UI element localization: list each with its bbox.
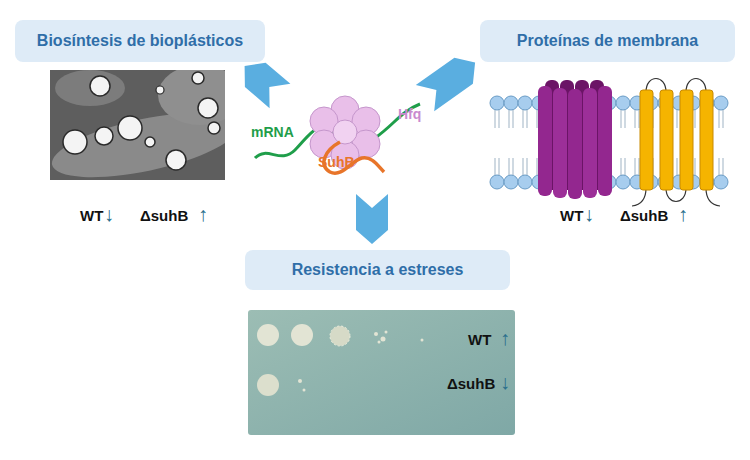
category-box: Biosíntesis de bioplásticos <box>15 20 265 62</box>
tem-micrograph-part <box>55 70 125 106</box>
beta-barrel-part <box>583 88 597 198</box>
chevron-arrow <box>356 194 388 244</box>
membrane-lipids-part <box>495 108 496 128</box>
category-box: Proteínas de membrana <box>480 20 735 62</box>
membrane-lipids-part <box>635 108 636 128</box>
component-label: Hfq <box>398 106 421 122</box>
membrane-lipids-part <box>523 108 524 128</box>
membrane-lipids-part <box>625 108 626 128</box>
membrane-lipids-part <box>714 175 728 189</box>
membrane-lipids-part <box>518 96 532 110</box>
tem-micrograph-part <box>166 150 186 170</box>
box-title: Proteínas de membrana <box>517 32 698 50</box>
agar-plate-part <box>303 389 306 392</box>
alpha-helices-part <box>632 79 720 207</box>
membrane-lipids-part <box>513 108 514 128</box>
trend-arrow: ↓ <box>104 203 114 226</box>
beta-barrel-part <box>538 86 552 196</box>
hfq-complex-part <box>333 120 357 144</box>
agar-plate-part <box>291 324 313 346</box>
membrane-lipids-part <box>509 108 510 128</box>
tem-micrograph-part <box>198 98 218 118</box>
membrane-lipids-part <box>504 175 518 189</box>
agar-plate-part <box>421 339 424 342</box>
beta-barrel-part <box>553 88 567 198</box>
alpha-helices-part <box>640 90 653 190</box>
beta-barrel-part <box>568 89 582 199</box>
strain-label: ΔsuhB <box>447 375 495 392</box>
complex-node: Hfq mRNA SuhB <box>245 96 425 190</box>
trend-arrow: ↑ <box>198 203 208 226</box>
membrane-lipids-part <box>537 108 538 128</box>
membrane-lipids-part <box>639 108 640 128</box>
tem-micrograph-part <box>95 127 113 145</box>
membrane-lipids-part <box>490 96 504 110</box>
membrane-lipids-part <box>490 175 504 189</box>
membrane-lipids-part <box>504 96 518 110</box>
membrane-lipids-part <box>714 96 728 110</box>
alpha-helices-part <box>680 90 693 190</box>
tem-micrograph-part <box>118 116 142 140</box>
agar-plate-part <box>248 310 515 435</box>
beta-barrel-part <box>598 86 612 196</box>
tem-micrograph-part <box>158 70 225 125</box>
strain-label: ΔsuhB <box>620 207 668 224</box>
trend-arrow: ↓ <box>500 371 510 394</box>
agar-plate-part <box>381 337 386 342</box>
tem-micrograph <box>50 70 225 180</box>
strain-label: WT <box>560 207 583 224</box>
trend-arrow: ↑ <box>500 327 510 350</box>
tem-micrograph-part <box>90 76 110 96</box>
alpha-helices <box>632 79 720 207</box>
membrane-lipids-part <box>527 108 528 128</box>
agar-plate <box>248 310 515 435</box>
strain-label: ΔsuhB <box>140 207 188 224</box>
membrane-lipids-part <box>616 96 630 110</box>
tem-micrograph-part <box>192 72 204 84</box>
tem-micrograph-part <box>145 137 155 147</box>
membrane-lipids-part <box>695 108 696 128</box>
component-label: mRNA <box>251 124 294 140</box>
component-label: SuhB <box>318 154 355 170</box>
tem-micrograph-part <box>63 130 87 154</box>
tem-micrograph-part <box>208 122 220 134</box>
trend-arrow: ↑ <box>678 203 688 226</box>
membrane-lipids-part <box>719 108 720 128</box>
strain-label: WT <box>468 331 491 348</box>
agar-plate-part <box>257 374 279 396</box>
agar-plate-part <box>298 379 302 383</box>
agar-plate-part <box>257 324 279 346</box>
agar-plate-part <box>378 341 381 344</box>
membrane-lipids-part <box>499 108 500 128</box>
strain-label: WT <box>80 207 103 224</box>
trend-arrow: ↓ <box>584 203 594 226</box>
alpha-helices-part <box>660 90 673 190</box>
category-box: Resistencia a estreses <box>245 250 510 290</box>
box-title: Resistencia a estreses <box>292 261 464 279</box>
alpha-helices-part <box>700 90 713 190</box>
agar-plate-part <box>374 332 378 336</box>
beta-barrel <box>538 80 612 199</box>
chevron-arrow <box>245 63 291 108</box>
membrane-lipids-part <box>616 175 630 189</box>
membrane-lipids-part <box>621 108 622 128</box>
agar-plate-part <box>330 326 350 346</box>
tem-micrograph-part <box>156 86 164 94</box>
membrane-lipids-part <box>518 175 532 189</box>
membrane-lipids-part <box>723 108 724 128</box>
agar-plate-part <box>385 331 388 334</box>
box-title: Biosíntesis de bioplásticos <box>37 32 243 50</box>
membrane-lipids-part <box>677 108 678 128</box>
chevron-arrow <box>416 58 475 111</box>
